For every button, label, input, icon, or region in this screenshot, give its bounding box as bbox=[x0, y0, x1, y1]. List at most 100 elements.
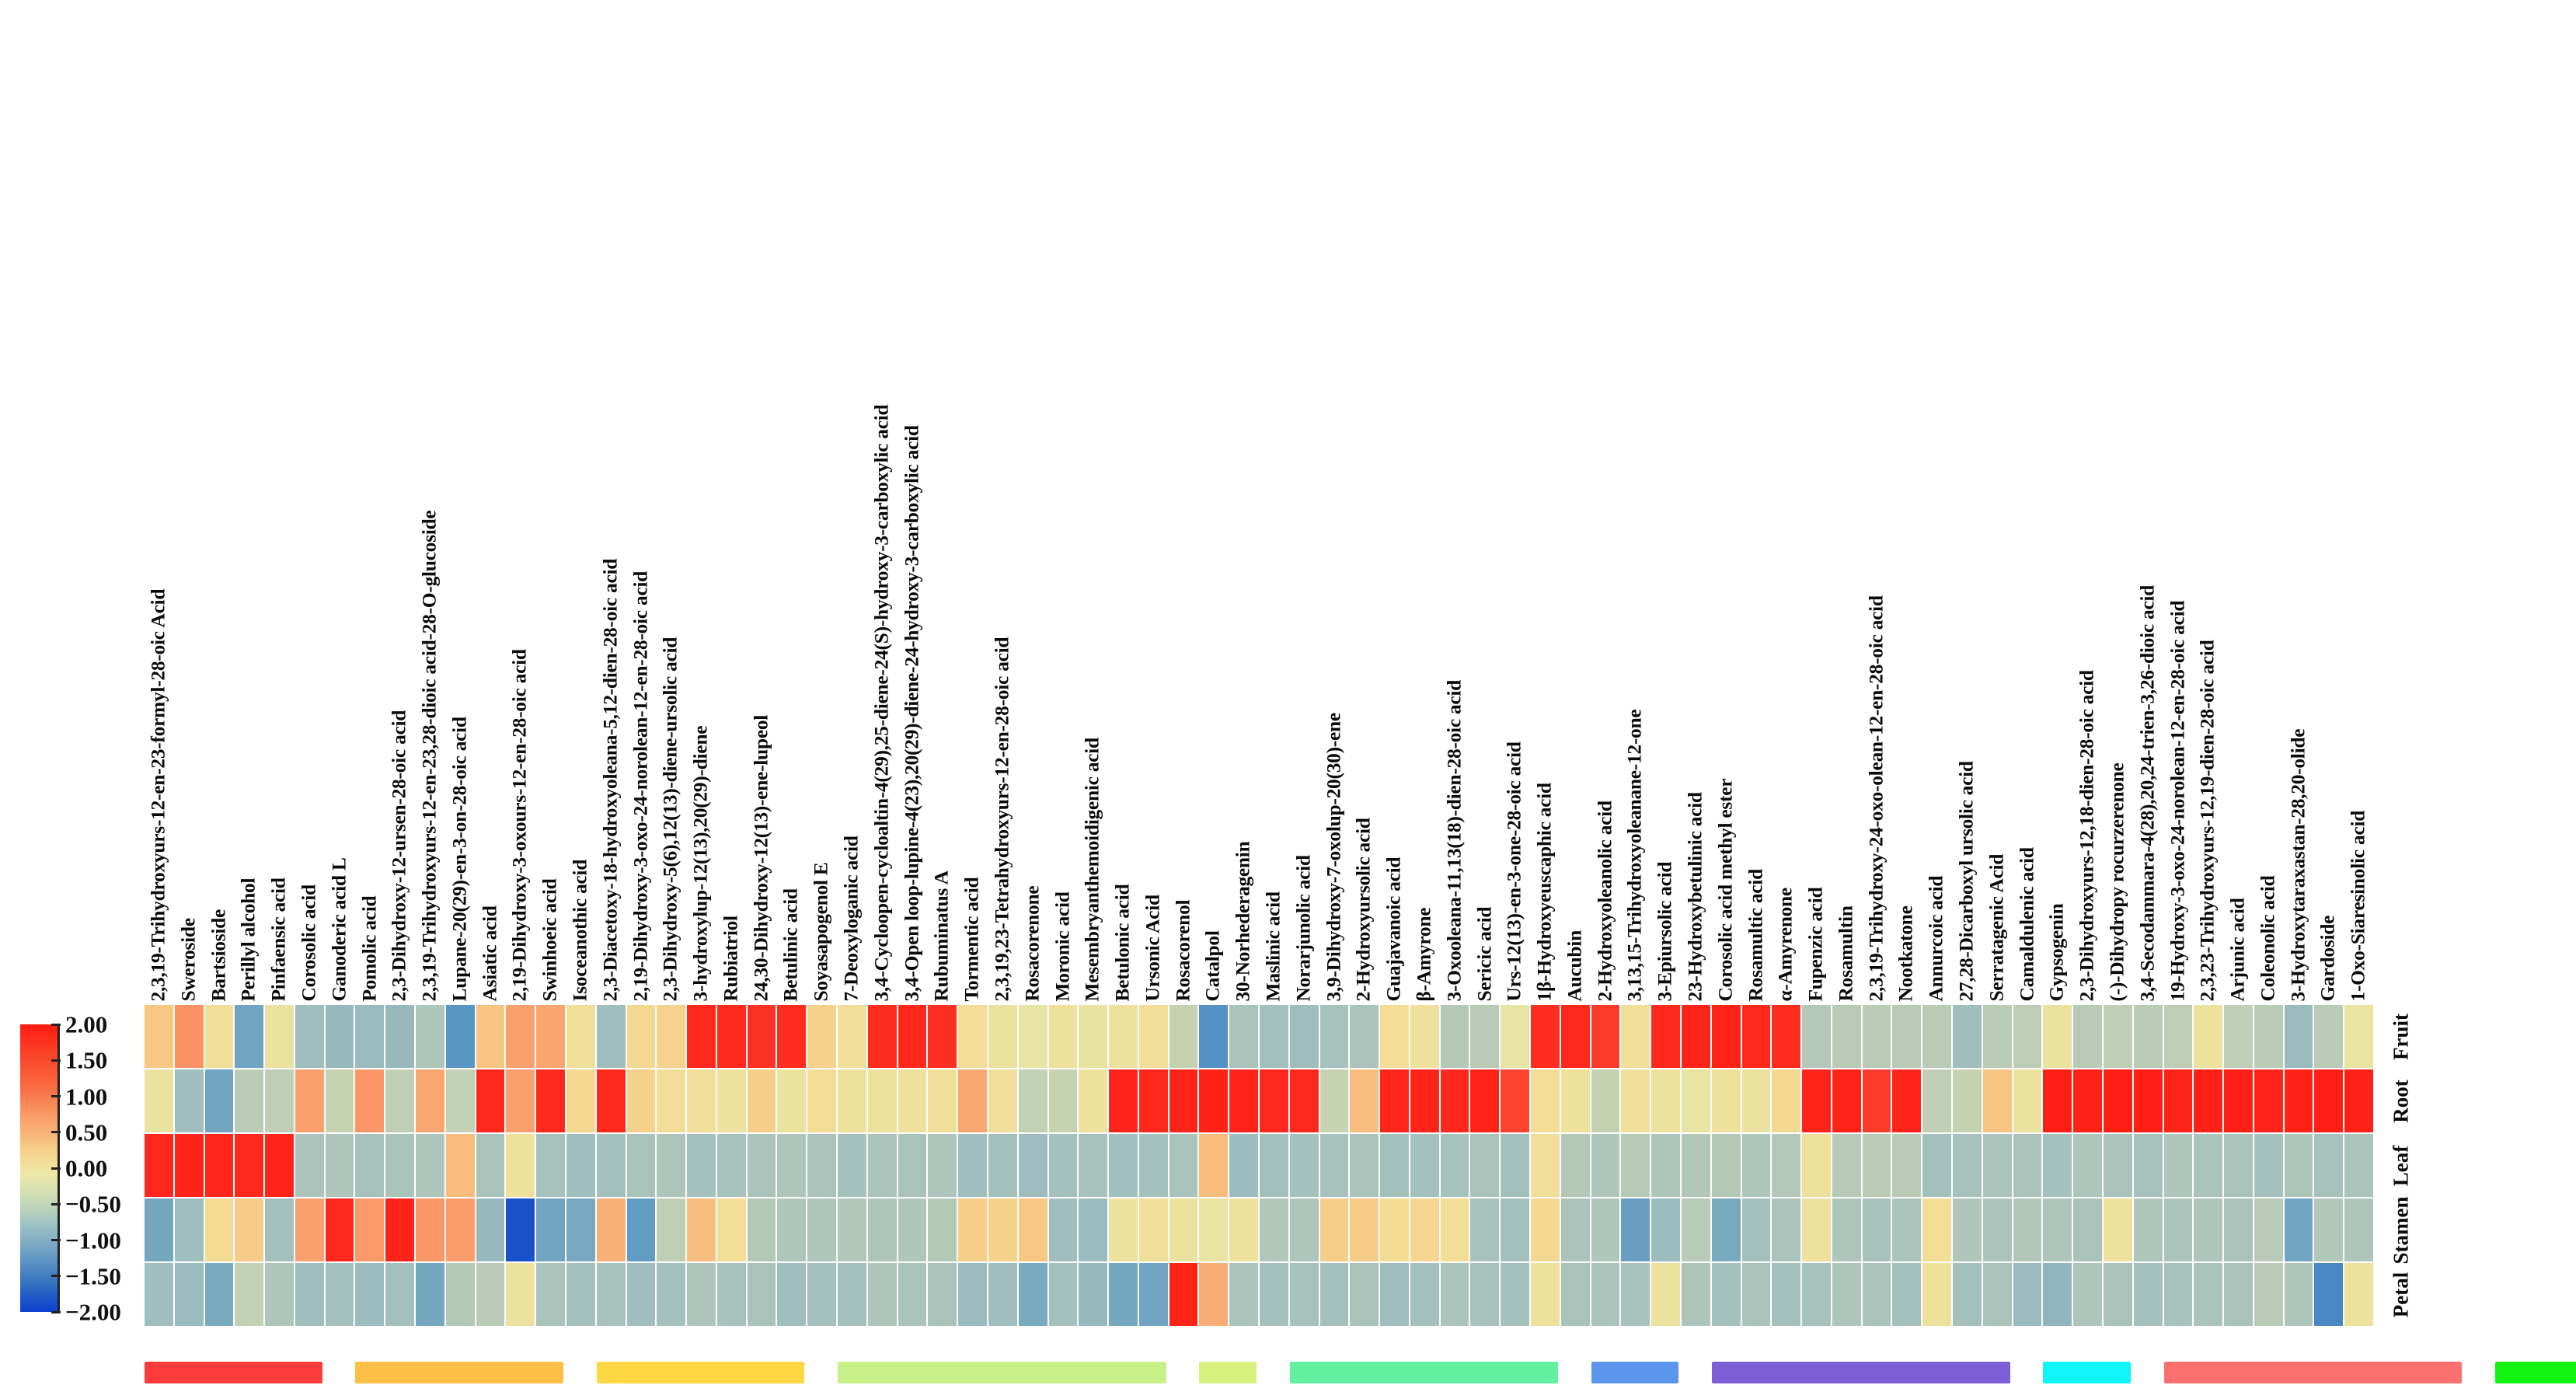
heatmap-cell[interactable] bbox=[1560, 1069, 1591, 1133]
heatmap-cell[interactable] bbox=[656, 1262, 687, 1327]
heatmap-cell[interactable] bbox=[415, 1004, 445, 1069]
heatmap-cell[interactable] bbox=[565, 1004, 596, 1069]
heatmap-cell[interactable] bbox=[716, 1262, 747, 1327]
heatmap-cell[interactable] bbox=[686, 1262, 716, 1327]
heatmap-cell[interactable] bbox=[656, 1004, 687, 1069]
heatmap-cell[interactable] bbox=[837, 1198, 867, 1262]
heatmap-cell[interactable] bbox=[2012, 1004, 2043, 1069]
heatmap-cell[interactable] bbox=[927, 1133, 958, 1198]
heatmap-cell[interactable] bbox=[415, 1262, 445, 1327]
heatmap-cell[interactable] bbox=[2072, 1069, 2103, 1133]
heatmap-cell[interactable] bbox=[807, 1262, 838, 1327]
heatmap-cell[interactable] bbox=[957, 1004, 988, 1069]
heatmap-cell[interactable] bbox=[656, 1069, 687, 1133]
heatmap-cell[interactable] bbox=[2253, 1133, 2284, 1198]
heatmap-cell[interactable] bbox=[1710, 1262, 1741, 1327]
heatmap-cell[interactable] bbox=[1409, 1069, 1440, 1133]
heatmap-cell[interactable] bbox=[234, 1198, 265, 1262]
heatmap-cell[interactable] bbox=[1469, 1069, 1501, 1133]
heatmap-cell[interactable] bbox=[1439, 1262, 1470, 1327]
heatmap-cell[interactable] bbox=[144, 1004, 174, 1069]
heatmap-cell[interactable] bbox=[2042, 1133, 2073, 1198]
heatmap-cell[interactable] bbox=[1168, 1069, 1199, 1133]
heatmap-cell[interactable] bbox=[1922, 1069, 1953, 1133]
heatmap-cell[interactable] bbox=[2132, 1069, 2163, 1133]
heatmap-cell[interactable] bbox=[1680, 1133, 1711, 1198]
heatmap-cell[interactable] bbox=[1590, 1069, 1621, 1133]
heatmap-cell[interactable] bbox=[837, 1069, 867, 1133]
heatmap-cell[interactable] bbox=[2253, 1004, 2284, 1069]
heatmap-cell[interactable] bbox=[1258, 1069, 1289, 1133]
heatmap-cell[interactable] bbox=[1198, 1262, 1229, 1327]
heatmap-cell[interactable] bbox=[1922, 1004, 1953, 1069]
heatmap-cell[interactable] bbox=[1258, 1133, 1289, 1198]
heatmap-cell[interactable] bbox=[866, 1262, 898, 1327]
heatmap-cell[interactable] bbox=[1258, 1004, 1289, 1069]
heatmap-cell[interactable] bbox=[1047, 1262, 1079, 1327]
heatmap-cell[interactable] bbox=[1349, 1069, 1380, 1133]
heatmap-cell[interactable] bbox=[1469, 1198, 1501, 1262]
heatmap-cell[interactable] bbox=[716, 1069, 747, 1133]
heatmap-cell[interactable] bbox=[2163, 1069, 2194, 1133]
heatmap-cell[interactable] bbox=[1530, 1004, 1560, 1069]
heatmap-cell[interactable] bbox=[1198, 1004, 1229, 1069]
heatmap-cell[interactable] bbox=[807, 1198, 838, 1262]
heatmap-cell[interactable] bbox=[1138, 1069, 1169, 1133]
heatmap-cell[interactable] bbox=[2042, 1069, 2073, 1133]
heatmap-cell[interactable] bbox=[626, 1198, 657, 1262]
heatmap-cell[interactable] bbox=[264, 1004, 295, 1069]
heatmap-cell[interactable] bbox=[1379, 1069, 1410, 1133]
heatmap-cell[interactable] bbox=[294, 1004, 325, 1069]
heatmap-cell[interactable] bbox=[173, 1069, 204, 1133]
heatmap-cell[interactable] bbox=[927, 1004, 958, 1069]
heatmap-cell[interactable] bbox=[1560, 1133, 1591, 1198]
heatmap-cell[interactable] bbox=[866, 1133, 898, 1198]
heatmap-cell[interactable] bbox=[746, 1198, 777, 1262]
heatmap-cell[interactable] bbox=[565, 1069, 596, 1133]
heatmap-cell[interactable] bbox=[1379, 1262, 1410, 1327]
heatmap-cell[interactable] bbox=[927, 1262, 958, 1327]
heatmap-cell[interactable] bbox=[1288, 1262, 1319, 1327]
heatmap-cell[interactable] bbox=[565, 1262, 596, 1327]
heatmap-cell[interactable] bbox=[2012, 1069, 2043, 1133]
heatmap-cell[interactable] bbox=[1168, 1004, 1199, 1069]
heatmap-cell[interactable] bbox=[1952, 1133, 1982, 1198]
heatmap-cell[interactable] bbox=[354, 1069, 385, 1133]
heatmap-cell[interactable] bbox=[1651, 1069, 1681, 1133]
heatmap-cell[interactable] bbox=[1891, 1004, 1922, 1069]
heatmap-cell[interactable] bbox=[2283, 1133, 2314, 1198]
heatmap-cell[interactable] bbox=[897, 1069, 928, 1133]
heatmap-cell[interactable] bbox=[1560, 1004, 1591, 1069]
heatmap-cell[interactable] bbox=[1590, 1133, 1621, 1198]
heatmap-cell[interactable] bbox=[444, 1262, 476, 1327]
heatmap-cell[interactable] bbox=[837, 1004, 867, 1069]
heatmap-cell[interactable] bbox=[2253, 1198, 2284, 1262]
heatmap-cell[interactable] bbox=[1319, 1004, 1350, 1069]
heatmap-cell[interactable] bbox=[1349, 1198, 1380, 1262]
heatmap-cell[interactable] bbox=[264, 1198, 295, 1262]
heatmap-cell[interactable] bbox=[1409, 1004, 1440, 1069]
heatmap-cell[interactable] bbox=[1801, 1262, 1832, 1327]
heatmap-cell[interactable] bbox=[1560, 1262, 1591, 1327]
heatmap-cell[interactable] bbox=[1861, 1004, 1892, 1069]
heatmap-cell[interactable] bbox=[2193, 1198, 2224, 1262]
heatmap-cell[interactable] bbox=[2012, 1198, 2043, 1262]
heatmap-cell[interactable] bbox=[1831, 1262, 1862, 1327]
heatmap-cell[interactable] bbox=[746, 1133, 777, 1198]
heatmap-cell[interactable] bbox=[716, 1133, 747, 1198]
heatmap-cell[interactable] bbox=[1831, 1004, 1862, 1069]
heatmap-cell[interactable] bbox=[1891, 1133, 1922, 1198]
heatmap-cell[interactable] bbox=[1741, 1004, 1772, 1069]
heatmap-cell[interactable] bbox=[2223, 1069, 2254, 1133]
heatmap-cell[interactable] bbox=[1710, 1133, 1741, 1198]
heatmap-cell[interactable] bbox=[2042, 1004, 2073, 1069]
heatmap-cell[interactable] bbox=[2012, 1262, 2043, 1327]
heatmap-cell[interactable] bbox=[927, 1198, 958, 1262]
heatmap-cell[interactable] bbox=[1560, 1198, 1591, 1262]
heatmap-cell[interactable] bbox=[1017, 1069, 1048, 1133]
heatmap-cell[interactable] bbox=[656, 1133, 687, 1198]
heatmap-cell[interactable] bbox=[1469, 1133, 1501, 1198]
heatmap-cell[interactable] bbox=[324, 1004, 355, 1069]
heatmap-cell[interactable] bbox=[2163, 1198, 2194, 1262]
heatmap-cell[interactable] bbox=[2313, 1198, 2344, 1262]
